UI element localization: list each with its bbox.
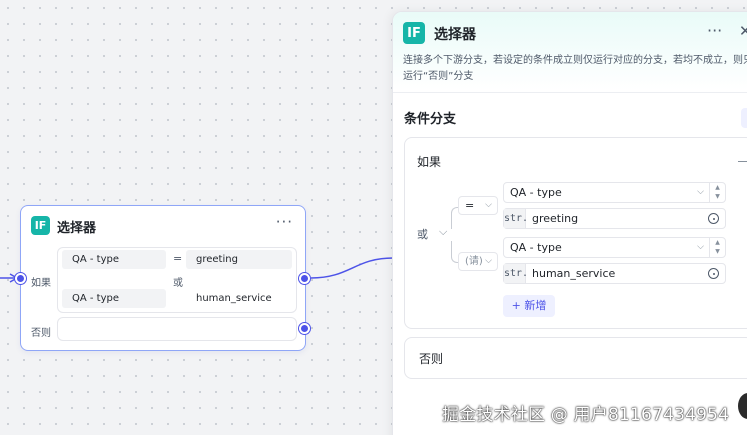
chevron-down-icon[interactable]: ⌵ — [439, 225, 448, 238]
cond-1-variable-select[interactable]: QA - type ⌵ ▲▼ — [503, 182, 726, 203]
node-more-icon[interactable]: ··· — [275, 213, 293, 231]
sort-icon[interactable]: ▲▼ — [709, 238, 725, 257]
cond-2-operator: (请) — [465, 256, 483, 267]
selector-node[interactable]: IF 选择器 ··· QA - type = greeting 或 QA - t… — [15, 205, 310, 351]
if-branch-edge — [310, 257, 394, 279]
close-icon[interactable]: ✕ — [739, 22, 747, 40]
node-if-label: 如果 — [31, 278, 51, 289]
sort-icon[interactable]: ▲▼ — [709, 183, 725, 202]
panel-if-icon: IF — [403, 22, 425, 44]
chevron-down-icon: ⌵ — [697, 242, 704, 252]
reference-icon[interactable] — [708, 213, 719, 224]
cond-2-value: human_service — [532, 267, 616, 280]
node-logic-or: 或 — [173, 278, 183, 289]
add-condition-button[interactable]: + 新增 — [503, 295, 555, 317]
node-else-output-port[interactable] — [299, 323, 310, 334]
node-cond-1-left: QA - type — [62, 250, 166, 269]
remove-branch-icon[interactable] — [738, 161, 747, 162]
node-cond-1-op: = — [173, 252, 183, 265]
panel-more-icon[interactable]: ··· — [707, 21, 723, 40]
node-input-port[interactable] — [15, 273, 26, 284]
cond-1-type-badge: str. — [504, 209, 528, 228]
node-cond-1-right: greeting — [186, 250, 292, 269]
panel-header-bg — [393, 12, 747, 90]
cond-2-variable-select[interactable]: QA - type ⌵ ▲▼ — [503, 237, 726, 258]
cond-2-operator-select[interactable]: (请) ⌵ — [458, 252, 498, 271]
else-branch-card: 否则 — [404, 337, 747, 379]
section-title: 条件分支 — [404, 112, 457, 127]
collapse-button[interactable] — [741, 108, 747, 128]
node-cond-2-right: human_service — [186, 289, 292, 308]
cond-2-type-badge: str. — [504, 264, 528, 283]
if-branch-label: 如果 — [417, 155, 442, 169]
node-else-label: 否则 — [31, 328, 51, 339]
if-icon: IF — [31, 216, 50, 235]
cond-1-operator: = — [465, 199, 475, 212]
else-branch-label: 否则 — [419, 352, 444, 366]
cond-2-value-input[interactable]: str. human_service — [503, 263, 726, 284]
panel-title: 选择器 — [434, 27, 476, 43]
panel-description: 连接多个下游分支，若设定的条件成立则仅运行对应的分支，若均不成立，则只运行“否则… — [403, 55, 747, 82]
reference-icon[interactable] — [708, 268, 719, 279]
avatar[interactable] — [738, 393, 747, 419]
node-condition-box: QA - type = greeting 或 QA - type human_s… — [57, 247, 297, 313]
chevron-down-icon: ⌵ — [485, 256, 492, 266]
node-title: 选择器 — [57, 221, 97, 236]
logic-or-label[interactable]: 或 — [417, 228, 428, 241]
cond-1-operator-select[interactable]: = ⌵ — [458, 196, 498, 215]
cond-2-variable: QA - type — [510, 241, 562, 254]
cond-1-value: greeting — [532, 212, 579, 225]
chevron-down-icon: ⌵ — [485, 200, 492, 210]
watermark: 掘金技术社区 @ 用户81167434954 — [442, 405, 730, 425]
node-else-box — [57, 317, 297, 341]
panel-divider — [393, 92, 747, 93]
if-branch-card: 如果 或 ⌵ = ⌵ QA - type ⌵ ▲▼ str. greeting … — [404, 137, 747, 329]
chevron-down-icon: ⌵ — [697, 187, 704, 197]
selector-config-panel: IF 选择器 ··· ✕ 连接多个下游分支，若设定的条件成立则仅运行对应的分支，… — [392, 11, 747, 435]
node-if-output-port[interactable] — [299, 273, 310, 284]
cond-1-variable: QA - type — [510, 186, 562, 199]
cond-1-value-input[interactable]: str. greeting — [503, 208, 726, 229]
node-cond-2-left: QA - type — [62, 289, 166, 308]
